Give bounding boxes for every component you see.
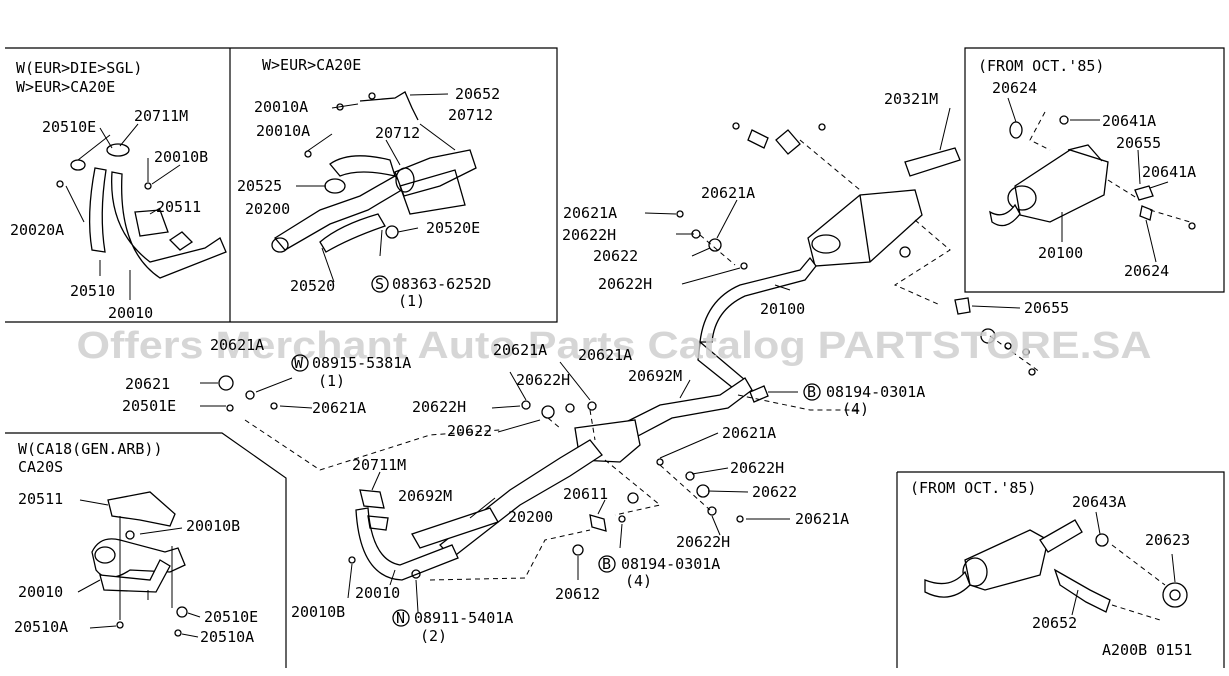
part-label-20020A: 20020A bbox=[10, 221, 64, 239]
top-right-muffler-drawing bbox=[989, 111, 1196, 230]
panel-frames bbox=[5, 47, 1225, 668]
part-qty-nut: (2) bbox=[420, 627, 447, 645]
part-label-20621A: 20621A bbox=[578, 346, 632, 364]
part-label-20501E: 20501E bbox=[122, 397, 176, 415]
part-label-20621A: 20621A bbox=[493, 341, 547, 359]
watermark-text: Offers Merchant Auto Parts Catalog PARTS… bbox=[77, 325, 1152, 367]
washer-symbol: W bbox=[294, 354, 304, 372]
part-label-20200: 20200 bbox=[508, 508, 553, 526]
part-label-20622: 20622 bbox=[752, 483, 797, 501]
nut-symbol: N bbox=[396, 609, 405, 627]
part-label-20510A: 20510A bbox=[200, 628, 254, 646]
part-qty-bolt: (4) bbox=[842, 400, 869, 418]
part-label-20655: 20655 bbox=[1024, 299, 1069, 317]
part-label-20622H: 20622H bbox=[516, 371, 570, 389]
part-label-20622: 20622 bbox=[593, 247, 638, 265]
part-label-20510: 20510 bbox=[70, 282, 115, 300]
part-label-20010: 20010 bbox=[18, 583, 63, 601]
part-qty-screw: (1) bbox=[398, 292, 425, 310]
part-label-20010: 20010 bbox=[355, 584, 400, 602]
part-label-08363-6252D: 08363-6252D bbox=[392, 275, 491, 293]
part-label-08194-0301A: 08194-0301A bbox=[826, 383, 925, 401]
part-label-20010B: 20010B bbox=[186, 517, 240, 535]
part-label-20692M: 20692M bbox=[628, 367, 682, 385]
part-label-20525: 20525 bbox=[237, 177, 282, 195]
part-label-20712: 20712 bbox=[375, 124, 420, 142]
part-label-20510E: 20510E bbox=[42, 118, 96, 136]
part-label-20624: 20624 bbox=[992, 79, 1037, 97]
part-label-20010A: 20010A bbox=[254, 98, 308, 116]
bottom-right-muffler-drawing bbox=[924, 519, 1188, 621]
part-label-20511: 20511 bbox=[156, 198, 201, 216]
part-label-20010A: 20010A bbox=[256, 122, 310, 140]
part-label-20622H: 20622H bbox=[676, 533, 730, 551]
panel-headers: W(EUR>DIE>SGL) W>EUR>CA20E W>EUR>CA20E (… bbox=[16, 56, 1104, 497]
part-qty-washer: (1) bbox=[318, 372, 345, 390]
part-label-20621A: 20621A bbox=[563, 204, 617, 222]
part-label-20624: 20624 bbox=[1124, 262, 1169, 280]
part-label-20622H: 20622H bbox=[598, 275, 652, 293]
part-label-20510E: 20510E bbox=[204, 608, 258, 626]
leader-lines bbox=[77, 97, 1176, 638]
part-label-20200: 20200 bbox=[245, 200, 290, 218]
top-left-front-tube-drawing bbox=[56, 123, 227, 300]
part-label-20641A: 20641A bbox=[1102, 112, 1156, 130]
part-label-20100: 20100 bbox=[760, 300, 805, 318]
part-qty-bolt-bottom: (4) bbox=[625, 572, 652, 590]
panel-header-top-left-2: W>EUR>CA20E bbox=[16, 78, 115, 96]
part-labels: 20510E 20711M 20010B 20020A 20511 20510 … bbox=[10, 79, 1196, 659]
part-label-20621A: 20621A bbox=[701, 184, 755, 202]
part-label-20100: 20100 bbox=[1038, 244, 1083, 262]
panel-header-top-right: (FROM OCT.'85) bbox=[978, 57, 1104, 75]
part-label-20010B: 20010B bbox=[154, 148, 208, 166]
part-label-20510A: 20510A bbox=[14, 618, 68, 636]
part-label-20520: 20520 bbox=[290, 277, 335, 295]
drawing-code: A200B 0151 bbox=[1102, 641, 1192, 659]
panel-header-bottom-right: (FROM OCT.'85) bbox=[910, 479, 1036, 497]
part-label-20692M: 20692M bbox=[398, 487, 452, 505]
bolt-symbol: B bbox=[807, 383, 816, 401]
part-label-20622: 20622 bbox=[447, 422, 492, 440]
part-label-20641A: 20641A bbox=[1142, 163, 1196, 181]
part-label-20010: 20010 bbox=[108, 304, 153, 322]
part-label-20623: 20623 bbox=[1145, 531, 1190, 549]
part-label-20711M: 20711M bbox=[134, 107, 188, 125]
part-label-20010B: 20010B bbox=[291, 603, 345, 621]
panel-header-bottom-left-1: W(CA18(GEN.ARB)) bbox=[18, 440, 163, 458]
part-label-20652: 20652 bbox=[455, 85, 500, 103]
part-label-20621A: 20621A bbox=[312, 399, 366, 417]
part-label-20622H: 20622H bbox=[730, 459, 784, 477]
part-label-20621A: 20621A bbox=[210, 336, 264, 354]
part-label-20711M: 20711M bbox=[352, 456, 406, 474]
part-label-20652: 20652 bbox=[1032, 614, 1077, 632]
part-label-20622H: 20622H bbox=[412, 398, 466, 416]
part-label-20621: 20621 bbox=[125, 375, 170, 393]
part-label-20511: 20511 bbox=[18, 490, 63, 508]
part-label-08194-0301A: 08194-0301A bbox=[621, 555, 720, 573]
part-label-08915-5381A: 08915-5381A bbox=[312, 354, 411, 372]
part-label-20612: 20612 bbox=[555, 585, 600, 603]
bolt-symbol-bottom: B bbox=[602, 555, 611, 573]
part-label-20712: 20712 bbox=[448, 106, 493, 124]
panel-header-top-left-1: W(EUR>DIE>SGL) bbox=[16, 59, 142, 77]
top-mid-catalyst-drawing bbox=[271, 91, 477, 257]
part-label-20643A: 20643A bbox=[1072, 493, 1126, 511]
part-label-20520E: 20520E bbox=[426, 219, 480, 237]
screw-symbol: S bbox=[375, 275, 384, 293]
main-exhaust-drawing bbox=[218, 122, 1041, 581]
part-label-20621A: 20621A bbox=[722, 424, 776, 442]
panel-header-top-mid: W>EUR>CA20E bbox=[262, 56, 361, 74]
part-label-20611: 20611 bbox=[563, 485, 608, 503]
part-label-08911-5401A: 08911-5401A bbox=[414, 609, 513, 627]
part-label-20655: 20655 bbox=[1116, 134, 1161, 152]
panel-header-bottom-left-2: CA20S bbox=[18, 458, 63, 476]
part-label-20321M: 20321M bbox=[884, 90, 938, 108]
part-label-20622H: 20622H bbox=[562, 226, 616, 244]
bottom-left-front-tube-drawing bbox=[91, 491, 188, 637]
part-label-20621A: 20621A bbox=[795, 510, 849, 528]
